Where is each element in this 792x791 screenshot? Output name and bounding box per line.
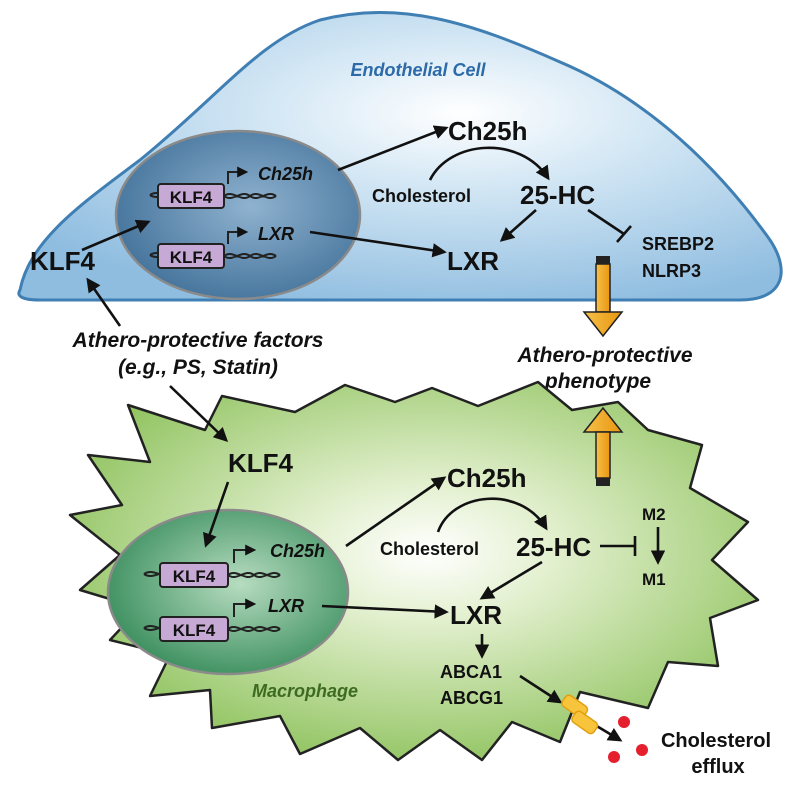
arrow-klf4-to-nucleus xyxy=(81,219,151,252)
arrow-25hc-to-lxr xyxy=(479,560,543,600)
endothelial-arrows xyxy=(81,125,632,258)
arrow-factors-to-endothelial-klf4 xyxy=(86,277,122,327)
klf4-box-label: KLF4 xyxy=(170,248,213,267)
factors-line-2: (e.g., PS, Statin) xyxy=(118,356,278,379)
arrow-lxr-gene-to-lxr xyxy=(309,230,447,258)
klf4-box-label: KLF4 xyxy=(173,567,216,586)
endothelial-nucleus xyxy=(114,129,362,301)
arrow-abca1-to-efflux xyxy=(519,674,563,704)
abcg1-label: ABCG1 xyxy=(440,688,503,708)
klf4-box-label: KLF4 xyxy=(170,188,213,207)
abca1-label: ABCA1 xyxy=(440,662,502,682)
m2-label: M2 xyxy=(642,505,666,524)
dna-strand-icon xyxy=(223,253,277,259)
dna-strand-icon xyxy=(227,626,281,632)
endothelial-klf4-label: KLF4 xyxy=(30,246,96,276)
endothelial-cholesterol-label: Cholesterol xyxy=(372,186,471,206)
macrophage-25hc-label: 25-HC xyxy=(516,532,591,562)
dna-strand-icon xyxy=(227,572,281,578)
efflux-line-1: Cholesterol xyxy=(661,730,771,752)
endothelial-cell-title: Endothelial Cell xyxy=(350,60,486,80)
macrophage-klf4-gene-row-1: KLF4 Ch25h xyxy=(143,541,325,588)
arrow-cholesterol-to-25hc xyxy=(436,497,548,533)
macrophage-title: Macrophage xyxy=(252,681,358,701)
arrow-ch25h-gene-to-protein xyxy=(337,125,449,172)
arrow-lxr-gene-to-lxr xyxy=(321,604,449,619)
klf4-box-label: KLF4 xyxy=(173,621,216,640)
macrophage-lxr-label: LXR xyxy=(450,600,502,630)
orange-down-arrow xyxy=(582,256,624,338)
promoter-arrow-icon xyxy=(233,544,257,563)
endothelial-klf4-gene-row-2: KLF4 LXR xyxy=(149,224,294,269)
dna-strand-icon xyxy=(223,193,277,199)
arrow-25hc-to-lxr xyxy=(499,209,537,242)
endothelial-25hc-label: 25-HC xyxy=(520,180,595,210)
endothelial-lxr-label: LXR xyxy=(447,246,499,276)
phenotype-line-1: Athero-protective xyxy=(516,344,692,367)
macrophage-ch25h-protein: Ch25h xyxy=(447,463,526,493)
macrophage-cholesterol-label: Cholesterol xyxy=(380,539,479,559)
m1-label: M1 xyxy=(642,570,666,589)
arrow-ch25h-gene-to-protein xyxy=(345,476,447,548)
arrow-factors-to-macrophage-klf4 xyxy=(169,385,229,442)
cholesterol-dot xyxy=(636,744,648,756)
gene-ch25h-label: Ch25h xyxy=(258,164,313,184)
efflux-line-2: efflux xyxy=(691,756,744,778)
nlrp3-label: NLRP3 xyxy=(642,261,701,281)
arrow-klf4-to-nucleus xyxy=(203,481,230,548)
macrophage-arrows xyxy=(86,277,666,742)
macrophage-klf4-gene-row-2: KLF4 LXR xyxy=(143,596,304,642)
transporter-channel-icon xyxy=(561,694,599,735)
srebp2-label: SREBP2 xyxy=(642,234,714,254)
gene-lxr-label: LXR xyxy=(268,596,304,616)
endothelial-klf4-gene-row-1: KLF4 Ch25h xyxy=(149,164,313,209)
factors-line-1: Athero-protective factors xyxy=(72,329,324,352)
inhibit-bar-icon xyxy=(616,225,632,243)
promoter-arrow-icon xyxy=(227,166,249,184)
orange-up-arrow xyxy=(582,406,624,486)
gene-lxr-label: LXR xyxy=(258,224,294,244)
endothelial-ch25h-protein: Ch25h xyxy=(448,116,527,146)
inhibit-25hc-srebp2 xyxy=(587,208,625,236)
arrow-cholesterol-to-25hc xyxy=(428,146,550,181)
macrophage-klf4-label: KLF4 xyxy=(228,448,294,478)
gene-ch25h-label: Ch25h xyxy=(270,541,325,561)
cholesterol-dot xyxy=(608,751,620,763)
promoter-arrow-icon xyxy=(227,226,249,244)
macrophage-nucleus xyxy=(106,508,350,676)
promoter-arrow-icon xyxy=(233,598,257,617)
phenotype-line-2: phenotype xyxy=(544,370,651,393)
cholesterol-dot xyxy=(618,716,630,728)
